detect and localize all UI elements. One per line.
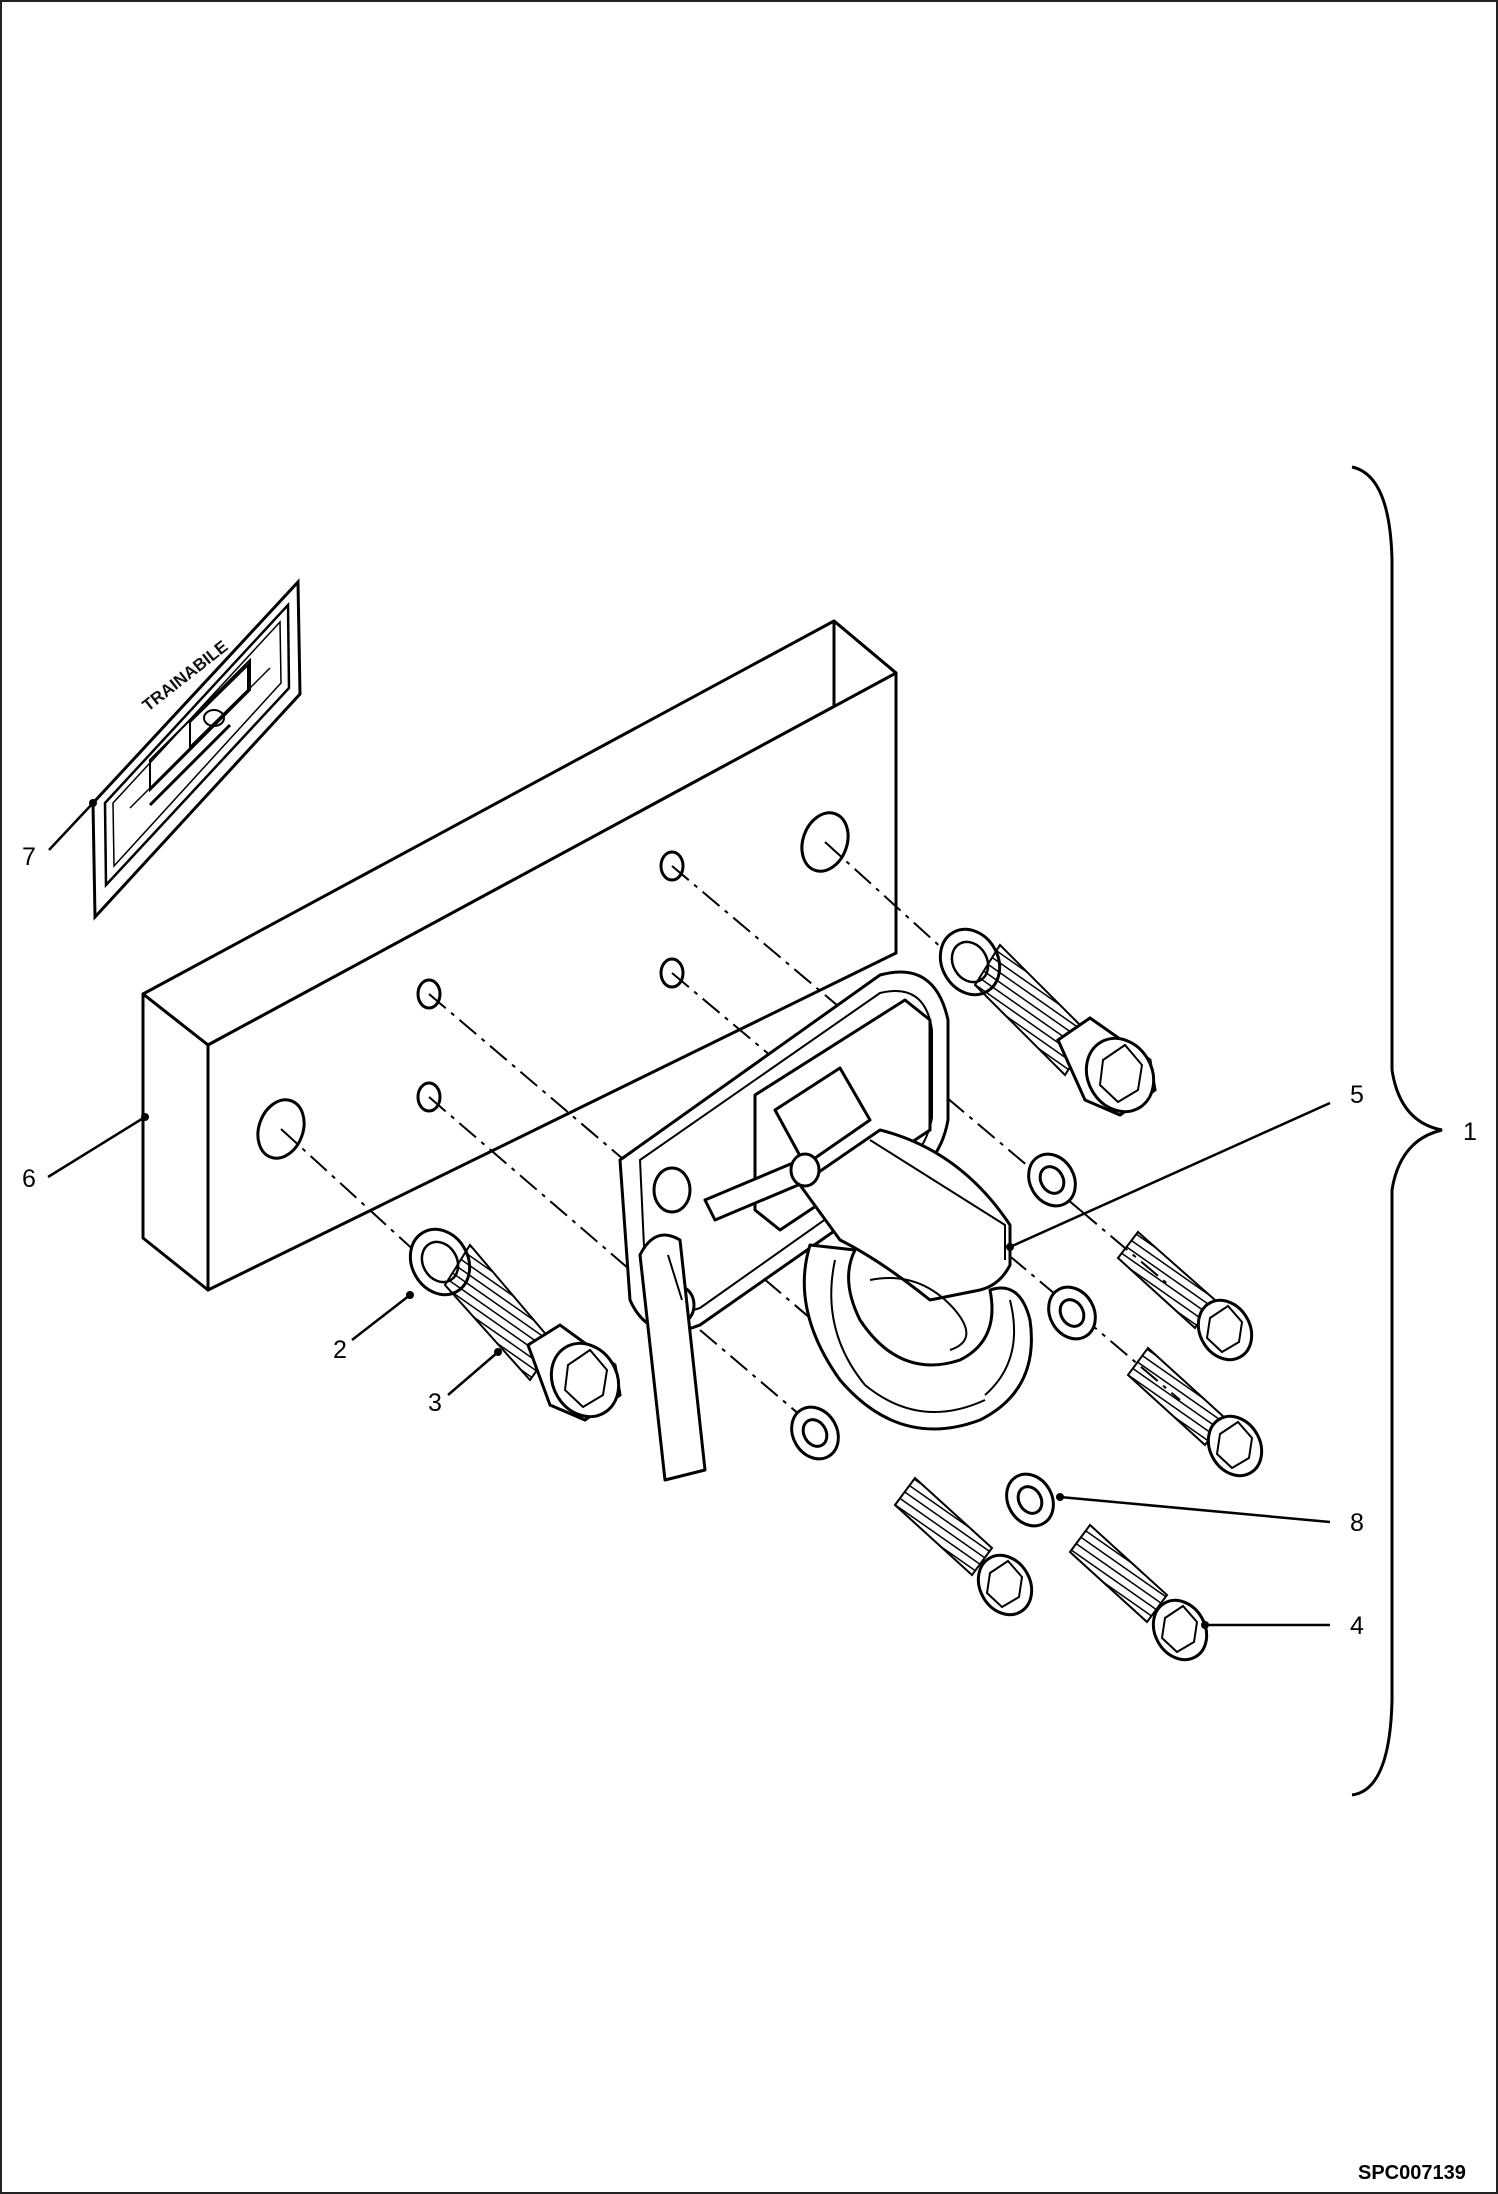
callout-8: 8 [1350,1509,1364,1537]
leader-lines [47,802,1331,1627]
spacer-block [141,619,898,1292]
callout-4: 4 [1350,1612,1364,1640]
callout-3: 3 [428,1389,442,1417]
callout-2: 2 [333,1336,347,1364]
callout-labels: 1 2 3 4 5 6 7 8 [22,843,1477,1640]
trainabile-decal: TRAINABILE [91,578,302,921]
callout-7: 7 [22,843,36,871]
small-bolt-4 [1068,1523,1209,1662]
assembly-brace [1351,465,1443,1797]
small-bolts [893,1230,1264,1662]
small-bolt-1 [1116,1230,1254,1362]
drawing-reference: SPC007139 [1358,2162,1466,2184]
leader-dots [89,799,1209,1629]
small-bolt-2 [1126,1346,1264,1478]
towing-hook [618,970,1033,1482]
callout-6: 6 [22,1165,36,1193]
callout-1: 1 [1463,1118,1477,1146]
small-bolt-3 [893,1476,1034,1617]
large-bolt-upper [938,927,1157,1117]
washers [790,1152,1097,1528]
large-bolt-lower [408,1227,622,1422]
callout-5: 5 [1350,1081,1364,1109]
